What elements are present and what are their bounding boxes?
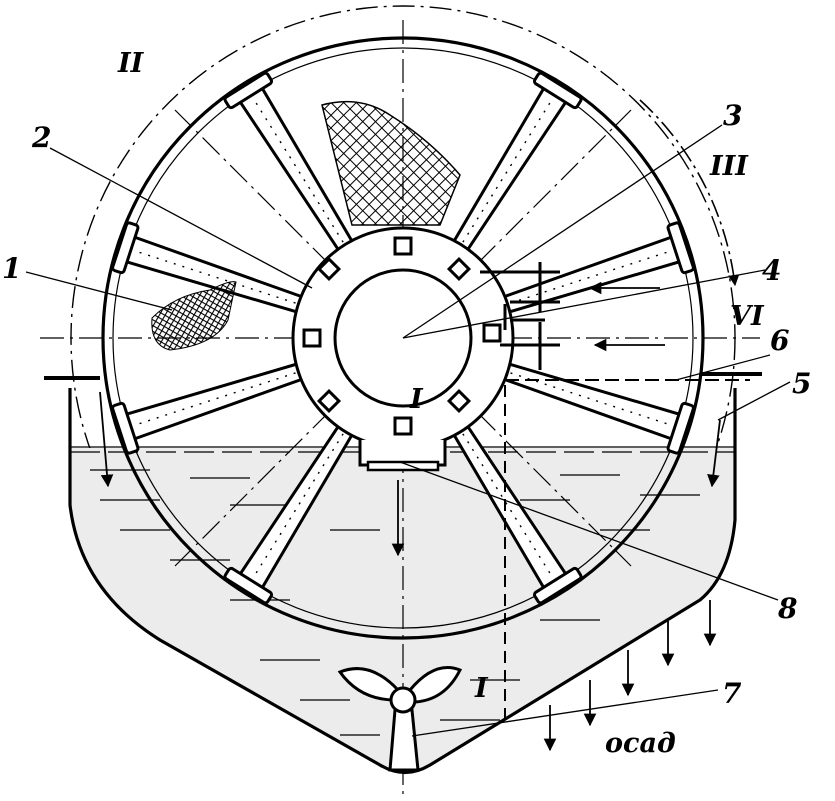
flow-arrows	[99, 281, 721, 752]
label-2: 2	[31, 121, 51, 154]
hub-outlet-lip	[366, 460, 440, 472]
label-3: 3	[723, 99, 742, 132]
rim-clamps	[111, 71, 695, 605]
zone-I-bottom-label: I	[474, 673, 489, 704]
label-4: 4	[762, 254, 781, 287]
label-5: 5	[792, 367, 811, 400]
feed-ducts	[480, 262, 560, 370]
label-7: 7	[722, 677, 742, 710]
leader-lines	[25, 124, 791, 737]
mesh-filter-top	[321, 100, 461, 226]
spoke-dots	[133, 97, 673, 579]
zone-VI-label: VI	[730, 301, 765, 332]
label-1: 1	[2, 252, 21, 285]
sediment-label: осад	[605, 728, 676, 759]
three-blade-propeller-icon	[337, 666, 463, 772]
label-6: 6	[770, 324, 789, 357]
zone-I-hub-label: I	[409, 384, 424, 415]
zone-III-label: III	[709, 151, 749, 182]
label-8: 8	[777, 592, 797, 625]
mesh-patch-left	[151, 281, 237, 351]
drum-spokes	[123, 84, 683, 592]
hub-windows	[302, 236, 502, 436]
zone-II-label: II	[117, 48, 145, 79]
rotation-arc	[639, 99, 740, 287]
